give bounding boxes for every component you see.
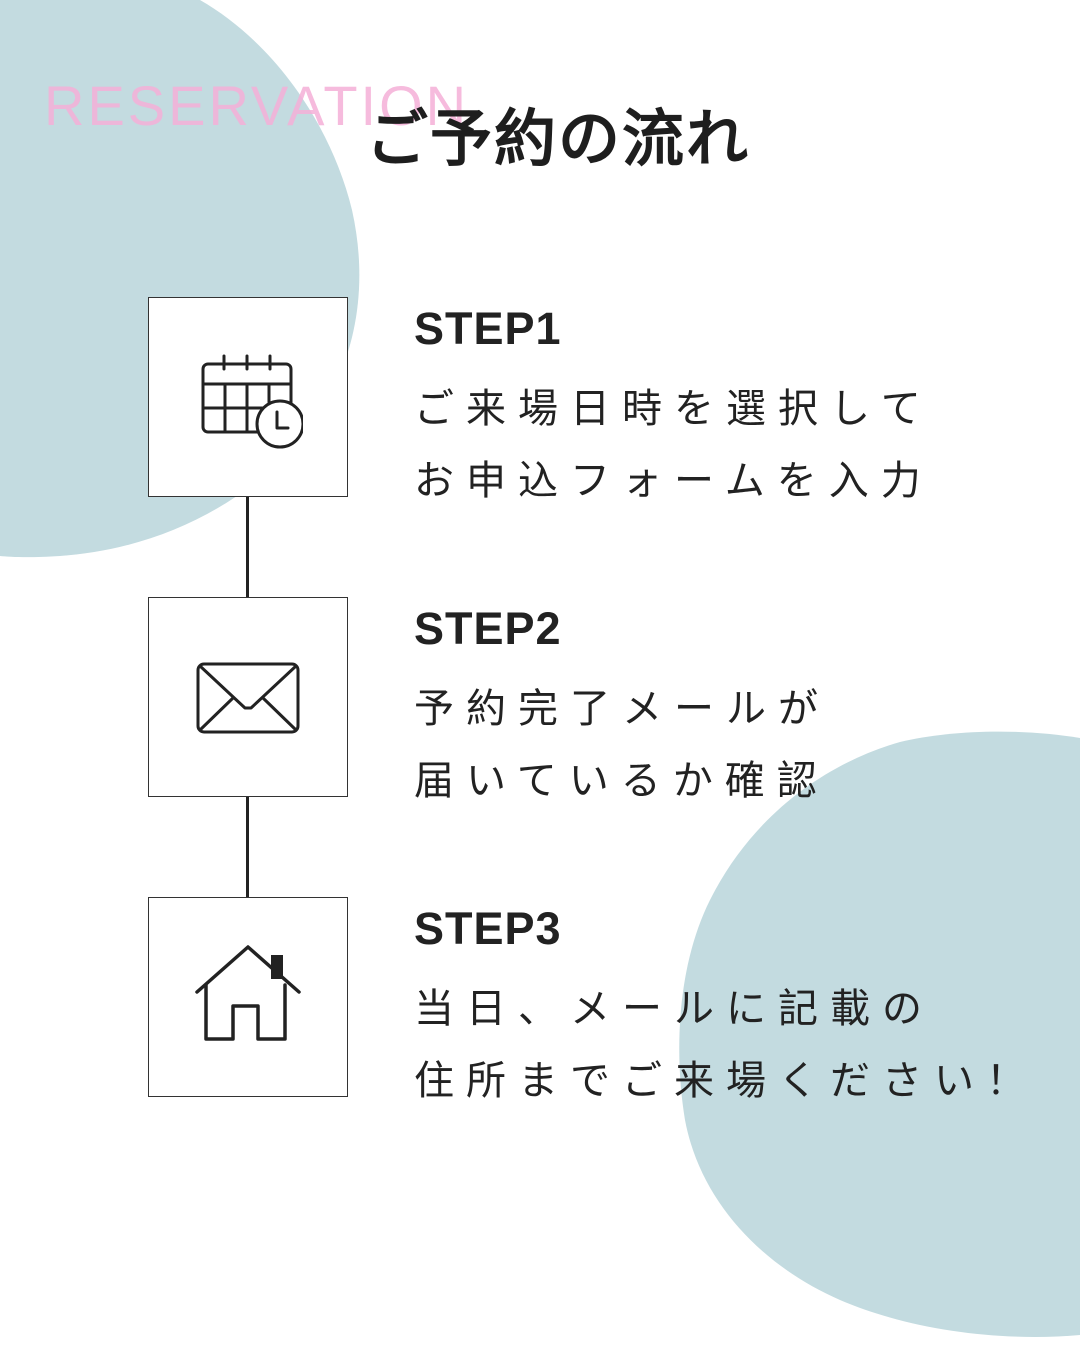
calendar-clock-icon: [201, 354, 303, 449]
step-connector: [246, 497, 249, 597]
step-description-line: ご来場日時を選択して: [414, 386, 933, 432]
step-1-icon-box: [148, 297, 348, 497]
page-title: ご予約の流れ: [366, 102, 751, 175]
step-description-line: 届いているか確認: [414, 758, 829, 804]
step-label: STEP3: [414, 903, 562, 954]
section-eyebrow: RESERVATION: [44, 74, 470, 137]
step-2: STEP2 予約完了メールが 届いているか確認: [414, 606, 830, 817]
step-description-line: 住所までご来場ください！: [414, 1058, 1038, 1104]
house-icon: [195, 945, 301, 1041]
step-3: STEP3 当日、メールに記載の 住所までご来場ください！: [414, 906, 1038, 1117]
background-blob-bottom: [679, 731, 1080, 1337]
step-description-line: 予約完了メールが: [414, 686, 830, 732]
step-3-icon-box: [148, 897, 348, 1097]
step-2-icon-box: [148, 597, 348, 797]
step-description-line: 当日、メールに記載の: [414, 986, 934, 1032]
step-description-line: お申込フォームを入力: [414, 458, 933, 504]
step-label: STEP1: [414, 303, 562, 354]
step-label: STEP2: [414, 603, 562, 654]
step-1: STEP1 ご来場日時を選択して お申込フォームを入力: [414, 306, 933, 517]
step-connector: [246, 797, 249, 897]
envelope-icon: [196, 662, 300, 734]
